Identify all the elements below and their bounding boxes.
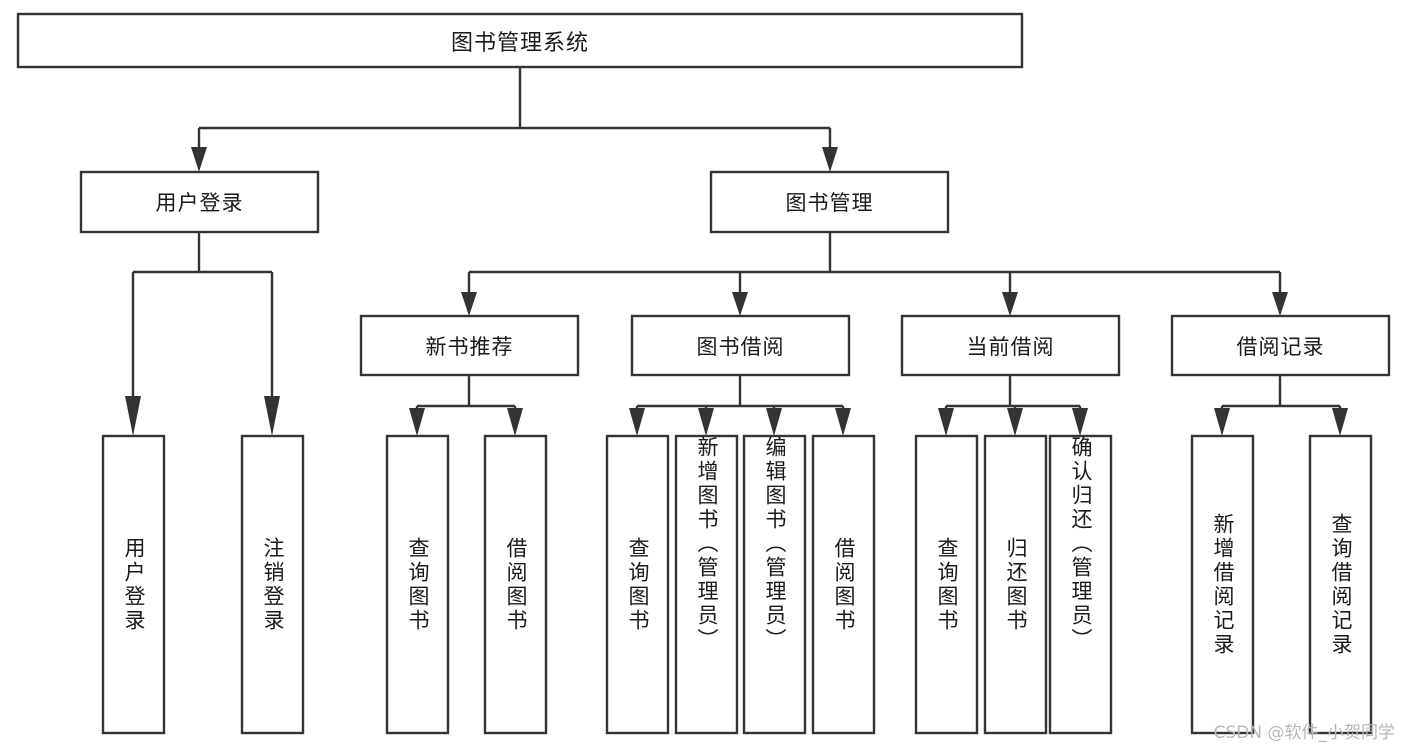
node-box-borrow-record[interactable] xyxy=(1170,314,1391,377)
node-box-leaf-user-login[interactable] xyxy=(101,434,166,735)
node-box-leaf-user-logout[interactable] xyxy=(240,434,305,735)
arrow-leaf-user-logout xyxy=(264,396,280,436)
arrow-leaf-query-book-1 xyxy=(409,408,425,436)
node-box-leaf-add-book[interactable] xyxy=(674,434,739,735)
arrow-leaf-confirm-return xyxy=(1072,408,1088,436)
node-box-leaf-edit-book[interactable] xyxy=(742,434,807,735)
node-box-leaf-query-book-1[interactable] xyxy=(385,434,450,735)
arrow-leaf-query-record xyxy=(1332,408,1348,436)
arrow-leaf-add-book xyxy=(698,408,714,436)
node-box-leaf-query-record[interactable] xyxy=(1308,434,1373,735)
arrow-to-book-borrow xyxy=(732,292,748,316)
arrow-leaf-return-book xyxy=(1007,408,1023,436)
node-box-leaf-return-book[interactable] xyxy=(983,434,1048,735)
node-box-book-manage[interactable] xyxy=(709,170,950,234)
node-box-leaf-confirm-return[interactable] xyxy=(1048,434,1113,735)
arrow-to-book-manage xyxy=(822,147,838,172)
arrow-leaf-query-book-3 xyxy=(938,408,954,436)
arrow-leaf-borrow-book-1 xyxy=(507,408,523,436)
node-box-current-borrow[interactable] xyxy=(900,314,1121,377)
node-box-leaf-query-book-2[interactable] xyxy=(605,434,670,735)
node-box-new-book-recommend[interactable] xyxy=(359,314,580,377)
arrow-to-borrow-record xyxy=(1272,292,1288,316)
node-box-leaf-borrow-book-1[interactable] xyxy=(483,434,548,735)
arrow-to-user-login xyxy=(191,147,207,172)
arrow-leaf-add-record xyxy=(1214,408,1230,436)
node-box-leaf-add-record[interactable] xyxy=(1190,434,1255,735)
arrow-leaf-borrow-book-2 xyxy=(835,408,851,436)
arrow-leaf-user-login xyxy=(125,396,141,436)
arrow-to-current-borrow xyxy=(1002,292,1018,316)
node-box-user-login[interactable] xyxy=(79,170,320,234)
arrow-leaf-query-book-2 xyxy=(629,408,645,436)
arrow-leaf-edit-book xyxy=(766,408,782,436)
node-box-root[interactable] xyxy=(16,12,1024,69)
node-box-leaf-borrow-book-2[interactable] xyxy=(811,434,876,735)
node-box-book-borrow[interactable] xyxy=(630,314,851,377)
arrow-to-new-book-recommend xyxy=(461,292,477,316)
node-box-leaf-query-book-3[interactable] xyxy=(914,434,979,735)
